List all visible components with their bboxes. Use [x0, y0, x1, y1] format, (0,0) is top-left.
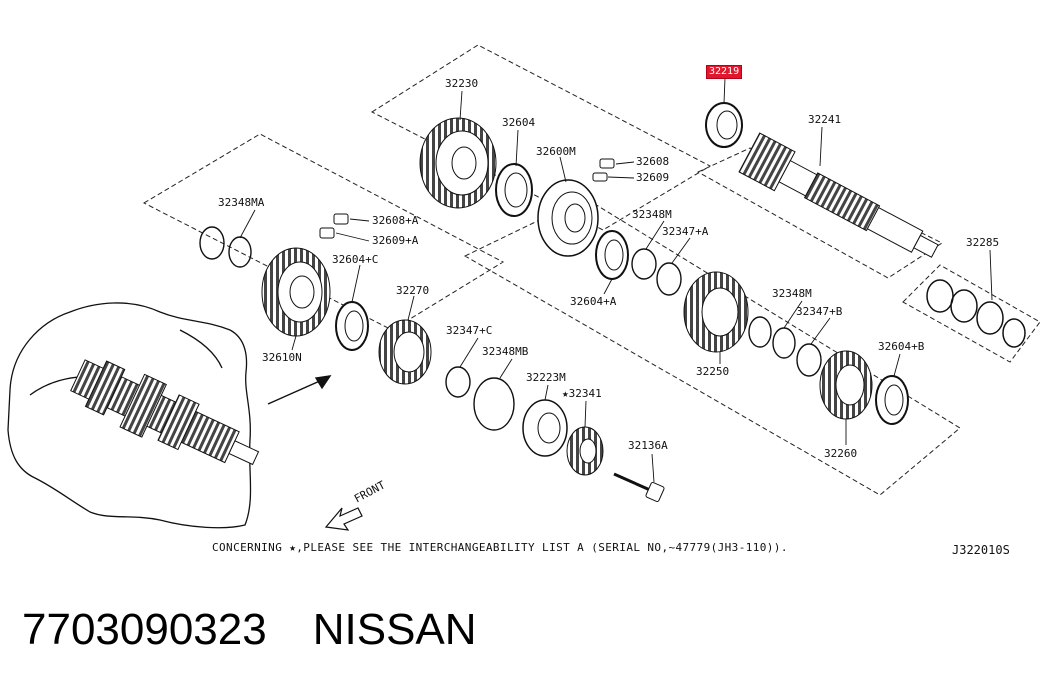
interchangeability-note: CONCERNING ★,PLEASE SEE THE INTERCHANGEA… [212, 541, 788, 554]
part-number: 7703090323 [22, 605, 267, 654]
part-label-32604B[interactable]: 32604+B [878, 340, 925, 353]
snap-ring-32347B [796, 343, 822, 377]
part-label-32604[interactable]: 32604 [502, 116, 536, 129]
snap-ring-32348MB [473, 377, 515, 431]
part-label-32230[interactable]: 32230 [445, 77, 479, 90]
part-label-32608[interactable]: 32608 [636, 155, 670, 168]
part-label-32341[interactable]: ★32341 [562, 387, 602, 400]
part-label-32609A[interactable]: 32609+A [372, 234, 419, 247]
insert-spring-32608A [319, 213, 349, 239]
gear-32260 [819, 350, 873, 420]
snap-rings-32348MA [199, 226, 252, 268]
bearing-32223M [522, 399, 568, 457]
part-label-32260[interactable]: 32260 [824, 447, 858, 460]
gear-32250 [683, 271, 749, 353]
hub-sleeve-32600M [537, 179, 599, 257]
snap-ring-32348M [631, 248, 657, 280]
exploded-gear-diagram [7, 44, 1041, 531]
part-label-32270[interactable]: 32270 [396, 284, 430, 297]
group-outline-snaprings [902, 264, 1041, 363]
snap-ring-32347C [445, 366, 471, 398]
gear-32230 [419, 117, 497, 209]
part-label-32609[interactable]: 32609 [636, 171, 670, 184]
snap-ring-32347A [656, 262, 682, 296]
gear-32341 [566, 426, 604, 476]
part-label-32610N[interactable]: 32610N [262, 351, 302, 364]
diagram-code: J322010S [952, 543, 1010, 557]
part-label-32347C[interactable]: 32347+C [446, 324, 493, 337]
direction-arrows [267, 375, 332, 405]
gear-32270 [378, 319, 432, 385]
part-label-32348MB[interactable]: 32348MB [482, 345, 529, 358]
part-label-32347A[interactable]: 32347+A [662, 225, 709, 238]
synchro-ring-32604C [335, 301, 369, 351]
part-label-32604A[interactable]: 32604+A [570, 295, 617, 308]
part-label-32219-highlighted[interactable]: 32219 [706, 65, 743, 79]
brand-name: NISSAN [312, 605, 477, 654]
mainshaft-32241 [738, 132, 939, 258]
leader-lines [239, 77, 993, 483]
part-label-32136A[interactable]: 32136A [628, 439, 668, 452]
part-label-32604C[interactable]: 32604+C [332, 253, 379, 266]
part-label-32348M-b[interactable]: 32348M [772, 287, 812, 300]
synchro-ring-32604A [595, 230, 629, 280]
synchro-ring-32604B [875, 375, 909, 425]
part-label-32241[interactable]: 32241 [808, 113, 842, 126]
footer-caption: 7703090323 NISSAN [22, 600, 477, 660]
part-label-32348MA[interactable]: 32348MA [218, 196, 265, 209]
bearing-32219 [705, 102, 743, 148]
part-label-32250[interactable]: 32250 [696, 365, 730, 378]
assembled-shaft [70, 359, 260, 466]
part-label-32347B[interactable]: 32347+B [796, 305, 843, 318]
part-label-32608A[interactable]: 32608+A [372, 214, 419, 227]
part-label-32285[interactable]: 32285 [966, 236, 1000, 249]
part-label-32223M[interactable]: 32223M [526, 371, 566, 384]
bolt-32136A [613, 472, 665, 503]
group-outline-upper [370, 44, 712, 231]
group-outline-mainshaft [696, 147, 944, 279]
insert-spring-32608 [592, 158, 615, 182]
front-arrow [324, 507, 363, 531]
gear-32610N [261, 247, 331, 337]
synchro-ring-32604 [495, 163, 533, 217]
snap-rings-32285 [926, 279, 1026, 348]
part-label-32600M[interactable]: 32600M [536, 145, 576, 158]
part-label-32348M[interactable]: 32348M [632, 208, 672, 221]
